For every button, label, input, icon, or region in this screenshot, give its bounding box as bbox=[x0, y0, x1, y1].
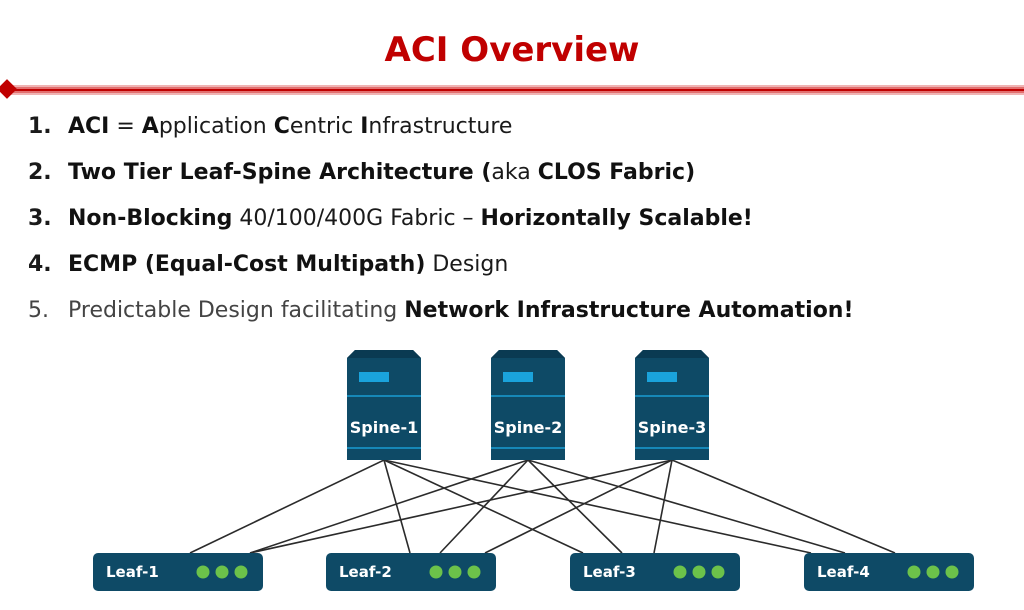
link-spine-1-leaf-1 bbox=[189, 459, 385, 554]
bold-text: Network Infrastructure Automation! bbox=[404, 298, 854, 323]
text: entric bbox=[289, 114, 361, 139]
link-spine-3-leaf-3 bbox=[653, 459, 673, 554]
text: nfrastructure bbox=[368, 114, 513, 139]
status-led-icon bbox=[926, 565, 940, 579]
status-led-icon bbox=[448, 565, 462, 579]
bullet-point-4: 4. ECMP (Equal-Cost Multipath) Design bbox=[28, 246, 854, 292]
leaf-switch-4[interactable]: Leaf-4 bbox=[804, 553, 974, 591]
bullet-number: 1. bbox=[28, 114, 52, 139]
link-spine-1-leaf-4 bbox=[383, 459, 812, 554]
link-spine-2-leaf-3 bbox=[527, 459, 623, 554]
status-led-icon bbox=[196, 565, 210, 579]
bold-text: ACI bbox=[68, 114, 110, 139]
bullet-number: 3. bbox=[28, 206, 52, 231]
link-spine-2-leaf-4 bbox=[527, 459, 846, 554]
bold-text: I bbox=[360, 114, 369, 139]
spine-indicator-icon bbox=[647, 372, 677, 382]
link-spine-3-leaf-1 bbox=[249, 459, 673, 554]
bold-text: ECMP (Equal-Cost Multipath) bbox=[68, 252, 426, 277]
links-layer bbox=[189, 459, 896, 554]
leaf-label: Leaf-2 bbox=[339, 563, 392, 581]
link-spine-2-leaf-2 bbox=[439, 459, 529, 554]
bold-text: Two Tier Leaf-Spine Architecture ( bbox=[68, 160, 492, 185]
leaf-label: Leaf-3 bbox=[583, 563, 636, 581]
text: pplication bbox=[158, 114, 274, 139]
bullet-point-1: 1. ACI = Application Centric Infrastructu… bbox=[28, 108, 854, 154]
bullet-point-5: 5. Predictable Design facilitating Networ… bbox=[28, 292, 854, 338]
spines-layer: Spine-1 Spine-2 Spine-3 bbox=[347, 350, 709, 460]
bold-text: A bbox=[141, 114, 159, 139]
text: aka bbox=[491, 160, 538, 185]
leaves-layer: Leaf-1 Leaf-2 Leaf-3 Leaf-4 bbox=[93, 553, 974, 591]
status-led-icon bbox=[467, 565, 481, 579]
spine-switch-1[interactable]: Spine-1 bbox=[347, 350, 421, 460]
link-spine-1-leaf-2 bbox=[383, 459, 411, 554]
spine-label: Spine-3 bbox=[638, 418, 706, 437]
status-led-icon bbox=[711, 565, 725, 579]
spine-switch-2[interactable]: Spine-2 bbox=[491, 350, 565, 460]
bold-text: CLOS Fabric) bbox=[537, 160, 696, 185]
text: 40/100/400G Fabric – bbox=[232, 206, 481, 231]
bullet-number: 5. bbox=[28, 298, 49, 323]
spine-indicator-icon bbox=[503, 372, 533, 382]
spine-body bbox=[635, 350, 709, 460]
text: Predictable Design facilitating bbox=[68, 298, 405, 323]
bold-text: C bbox=[273, 114, 290, 139]
status-led-icon bbox=[673, 565, 687, 579]
spine-indicator-icon bbox=[359, 372, 389, 382]
bullet-point-3: 3. Non-Blocking 40/100/400G Fabric – Hori… bbox=[28, 200, 854, 246]
leaf-body bbox=[326, 553, 496, 591]
link-spine-3-leaf-2 bbox=[484, 459, 673, 554]
spine-body bbox=[347, 350, 421, 460]
bold-text: Horizontally Scalable! bbox=[480, 206, 753, 231]
leaf-body bbox=[570, 553, 740, 591]
leaf-switch-2[interactable]: Leaf-2 bbox=[326, 553, 496, 591]
link-spine-2-leaf-1 bbox=[249, 459, 529, 554]
bullet-list: 1. ACI = Application Centric Infrastructu… bbox=[28, 108, 854, 338]
leaf-body bbox=[93, 553, 263, 591]
text: = bbox=[109, 114, 142, 139]
status-led-icon bbox=[234, 565, 248, 579]
spine-body bbox=[491, 350, 565, 460]
status-led-icon bbox=[945, 565, 959, 579]
leaf-body bbox=[804, 553, 974, 591]
bullet-number: 4. bbox=[28, 252, 52, 277]
leaf-label: Leaf-4 bbox=[817, 563, 870, 581]
bullet-point-2: 2.Two Tier Leaf-Spine Architecture (aka … bbox=[28, 154, 854, 200]
spine-label: Spine-2 bbox=[494, 418, 562, 437]
spine-label: Spine-1 bbox=[350, 418, 418, 437]
status-led-icon bbox=[907, 565, 921, 579]
leaf-switch-1[interactable]: Leaf-1 bbox=[93, 553, 263, 591]
leaf-switch-3[interactable]: Leaf-3 bbox=[570, 553, 740, 591]
title-divider bbox=[6, 85, 1024, 95]
text: Design bbox=[425, 252, 509, 277]
slide-title: ACI Overview bbox=[384, 30, 640, 70]
bold-text: Non-Blocking bbox=[68, 206, 233, 231]
status-led-icon bbox=[215, 565, 229, 579]
link-spine-3-leaf-4 bbox=[671, 459, 896, 554]
spine-switch-3[interactable]: Spine-3 bbox=[635, 350, 709, 460]
status-led-icon bbox=[429, 565, 443, 579]
leaf-label: Leaf-1 bbox=[106, 563, 159, 581]
bullet-number: 2. bbox=[28, 160, 52, 185]
status-led-icon bbox=[692, 565, 706, 579]
